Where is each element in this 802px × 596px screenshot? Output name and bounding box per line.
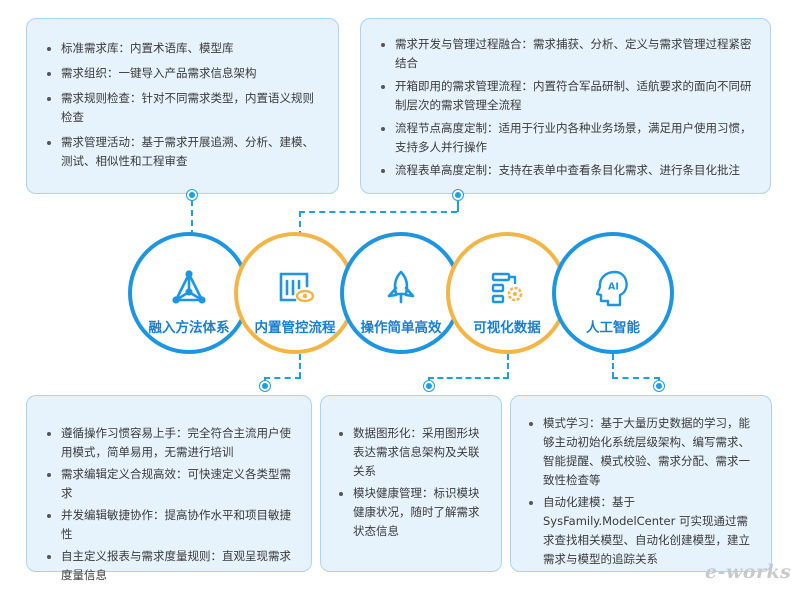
connector-line bbox=[299, 211, 301, 237]
list-item: 需求编辑定义合规高效：可快速定义各类型需求 bbox=[45, 465, 297, 503]
list-item: 标准需求库：内置术语库、模型库 bbox=[45, 39, 320, 58]
list-item: 模块健康管理：标识模块健康状况，随时了解需求状态信息 bbox=[337, 484, 489, 541]
list-item: 需求开发与管理过程融合：需求捕获、分析、定义与需求管理过程紧密结合 bbox=[379, 35, 752, 73]
connector-line bbox=[658, 377, 660, 383]
bottom-left-panel: 遵循操作习惯容易上手：完全符合主流用户使用模式，简单易用，无需进行培训 需求编辑… bbox=[26, 395, 312, 582]
list-item: 需求规则检查：针对不同需求类型，内置语义规则检查 bbox=[45, 89, 320, 127]
feature-circle-visual-data: 可视化数据 bbox=[446, 232, 568, 354]
bottom-left-list: 遵循操作习惯容易上手：完全符合主流用户使用模式，简单易用，无需进行培训 需求编辑… bbox=[45, 424, 297, 585]
bottom-right-list: 模式学习：基于大量历史数据的学习，能够主动初始化系统层级架构、编写需求、智能提醒… bbox=[527, 414, 759, 569]
circle-label: 操作简单高效 bbox=[360, 320, 442, 336]
connector-line bbox=[428, 377, 430, 383]
list-item: 模式学习：基于大量历史数据的学习，能够主动初始化系统层级架构、编写需求、智能提醒… bbox=[527, 414, 759, 490]
top-right-list: 需求开发与管理过程融合：需求捕获、分析、定义与需求管理过程紧密结合 开箱即用的需… bbox=[379, 35, 752, 180]
list-item: 需求组织：一键导入产品需求信息架构 bbox=[45, 64, 320, 83]
connector-line bbox=[612, 377, 660, 379]
connector-dot bbox=[424, 381, 434, 391]
list-item: 需求管理活动：基于需求开展追溯、分析、建模、测试、相似性和工程审查 bbox=[45, 133, 320, 171]
connector-line bbox=[264, 377, 266, 383]
list-item: 遵循操作习惯容易上手：完全符合主流用户使用模式，简单易用，无需进行培训 bbox=[45, 424, 297, 462]
bottom-middle-panel: 数据图形化：采用图形块表达需求信息架构及关联关系 模块健康管理：标识模块健康状况… bbox=[320, 395, 502, 572]
feature-circle-method-system: 融入方法体系 bbox=[128, 232, 250, 354]
circle-label: 人工智能 bbox=[586, 320, 640, 336]
ai-head-icon: AI bbox=[595, 270, 628, 307]
top-right-panel: 需求开发与管理过程融合：需求捕获、分析、定义与需求管理过程紧密结合 开箱即用的需… bbox=[360, 18, 771, 194]
feature-circle-control-process: 内置管控流程 bbox=[234, 232, 356, 354]
connector-dot bbox=[453, 190, 463, 200]
connector-line bbox=[507, 354, 509, 378]
bottom-right-panel: 模式学习：基于大量历史数据的学习，能够主动初始化系统层级架构、编写需求、智能提醒… bbox=[510, 395, 772, 572]
list-item: 数据图形化：采用图形块表达需求信息架构及关联关系 bbox=[337, 424, 489, 481]
flowchart-gear-icon bbox=[491, 272, 523, 304]
chart-eye-icon bbox=[279, 272, 315, 303]
list-item: 流程表单高度定制：支持在表单中查看条目化需求、进行条目化批注 bbox=[379, 161, 752, 180]
circle-label: 可视化数据 bbox=[473, 320, 541, 336]
feature-circle-ai: AI 人工智能 bbox=[552, 232, 674, 354]
connector-line bbox=[264, 377, 301, 379]
list-item: 并发编辑敏捷协作：提高协作水平和项目敏捷性 bbox=[45, 506, 297, 544]
bottom-middle-list: 数据图形化：采用图形块表达需求信息架构及关联关系 模块健康管理：标识模块健康状况… bbox=[337, 424, 489, 541]
circle-label: 融入方法体系 bbox=[148, 320, 230, 336]
connector-dot bbox=[654, 381, 664, 391]
connector-line bbox=[612, 354, 614, 378]
watermark-logo: e-works bbox=[705, 561, 792, 583]
connector-dot bbox=[187, 190, 197, 200]
top-left-panel: 标准需求库：内置术语库、模型库 需求组织：一键导入产品需求信息架构 需求规则检查… bbox=[26, 18, 339, 194]
connector-line bbox=[299, 354, 301, 378]
network-triangle-icon bbox=[172, 270, 206, 304]
list-item: 自动化建模：基于 SysFamily.ModelCenter 可实现通过需求查找… bbox=[527, 493, 759, 569]
list-item: 开箱即用的需求管理流程：内置符合军品研制、适航要求的面向不同研制层次的需求管理全… bbox=[379, 77, 752, 115]
connector-line bbox=[428, 377, 509, 379]
connector-line bbox=[191, 200, 193, 236]
connector-line bbox=[457, 200, 459, 212]
feature-circle-easy-operation: 操作简单高效 bbox=[340, 232, 462, 354]
circle-label: 内置管控流程 bbox=[254, 320, 336, 336]
connector-dot bbox=[260, 381, 270, 391]
list-item: 流程节点高度定制：适用于行业内各种业务场景，满足用户使用习惯，支持多人并行操作 bbox=[379, 119, 752, 157]
connector-line bbox=[299, 211, 457, 213]
top-left-list: 标准需求库：内置术语库、模型库 需求组织：一键导入产品需求信息架构 需求规则检查… bbox=[45, 39, 320, 171]
rocket-icon bbox=[387, 270, 415, 304]
svg-text:AI: AI bbox=[608, 282, 619, 293]
list-item: 自主定义报表与需求度量规则：直观呈现需求度量信息 bbox=[45, 547, 297, 585]
